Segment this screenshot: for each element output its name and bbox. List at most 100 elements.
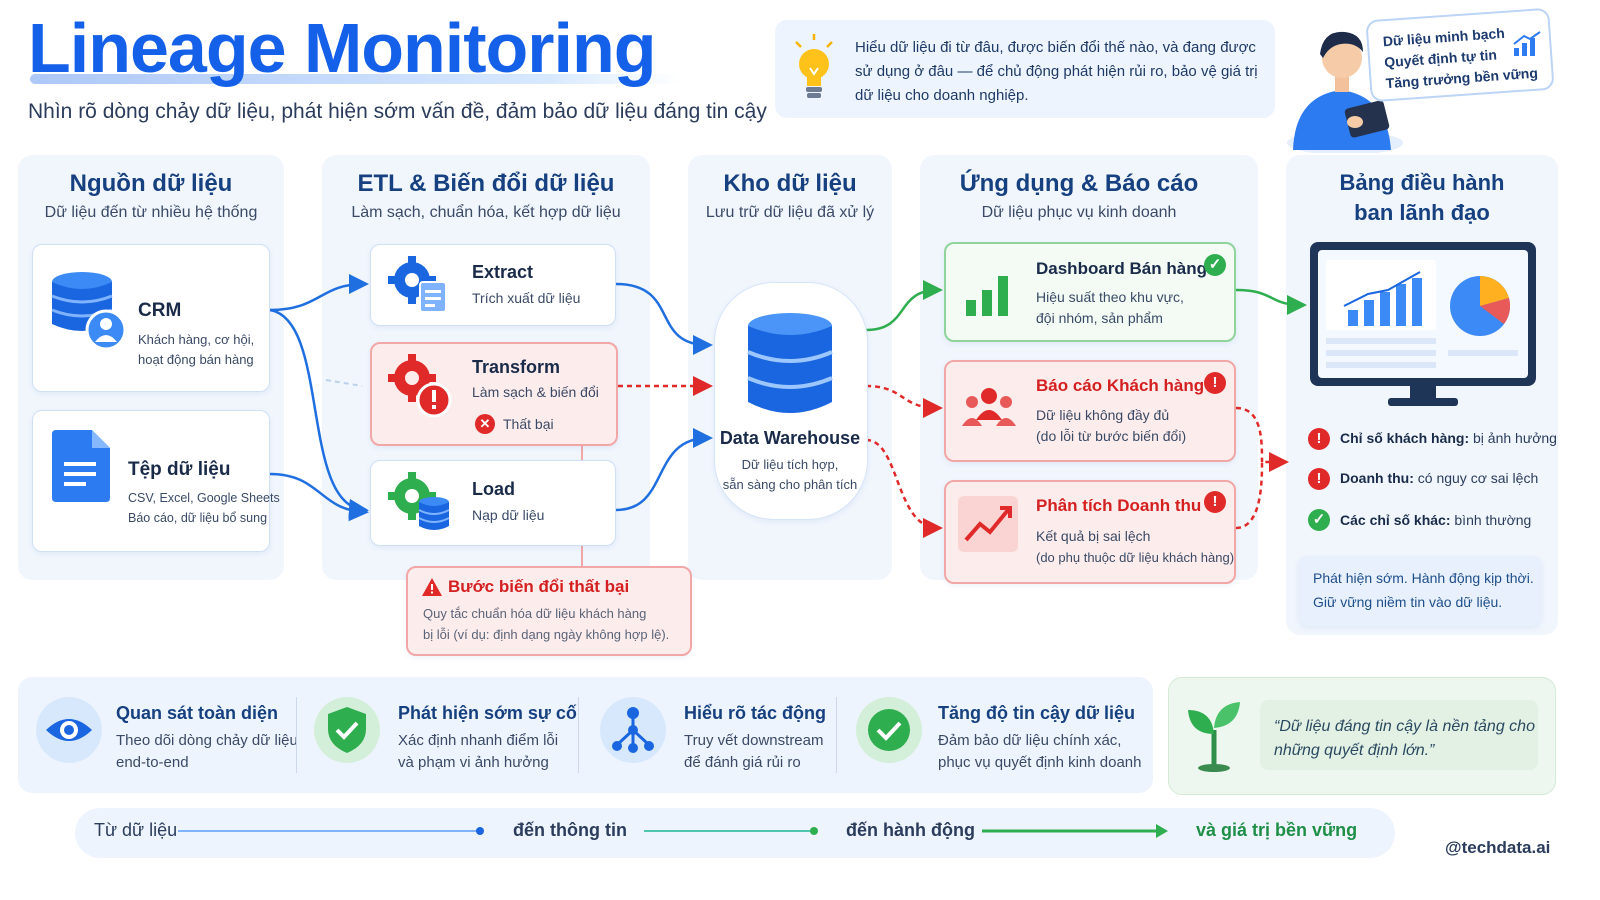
page-subtitle: Nhìn rõ dòng chảy dữ liệu, phát hiện sớm… [28,100,767,123]
people-group-icon [962,388,1016,426]
exec-item-0: Chỉ số khách hàng: bị ảnh hưởng [1340,430,1557,446]
brand-handle[interactable]: @techdata.ai [1445,838,1551,857]
arrow-warehouse-to-customer-report [865,384,943,418]
crm-desc-1: Khách hàng, cơ hội, [138,332,255,347]
transform-desc: Làm sạch & biến đổi [472,384,599,400]
column-subtitle-warehouse: Lưu trữ dữ liệu đã xử lý [705,204,875,221]
exec-item-2-check-icon: ✓ [1308,509,1330,531]
column-title-sources: Nguồn dữ liệu [69,170,233,197]
feature-desc-0-line-1: Theo dõi dòng chảy dữ liệu [116,732,298,749]
page-title: Lineage Monitoring [28,9,657,87]
plant-sprout-icon [1188,702,1240,772]
growth-chart-icon [1513,31,1541,56]
error-alert-icon: ! [1204,372,1226,394]
warehouse-desc-1: Dữ liệu tích hợp, [741,457,839,472]
transform-gear-error-icon [388,354,452,418]
transform-error-callout [406,566,692,656]
feature-title-1: Phát hiện sớm sự cố [398,703,577,723]
person-with-tablet-illustration [1287,31,1403,153]
exec-note-box [1298,556,1542,626]
arrow-dashboard-to-exec [1235,288,1307,315]
feature-title-0: Quan sát toàn diện [116,703,279,723]
feature-desc-0: Theo dõi dòng chảy dữ liệu end-to-end [116,730,298,774]
file-document-icon [52,430,110,502]
error-callout-desc-2: bị lỗi (ví dụ: định dạng ngày không hợp … [423,627,670,642]
column-subtitle-etl: Làm sạch, chuẩn hóa, kết hợp dữ liệu [351,204,621,221]
exec-note-2: Giữ vững niềm tin vào dữ liệu. [1313,594,1503,610]
exec-item-2-label: Các chỉ số khác: [1340,512,1451,528]
feature-desc-2-line-2: để đánh giá rủi ro [684,754,801,771]
load-desc: Nạp dữ liệu [472,507,545,523]
exec-item-1-label: Doanh thu: [1340,470,1414,486]
arrow-warehouse-to-dashboard [865,280,943,332]
revenue-analysis-desc-1: Kết quả bị sai lệch [1036,528,1151,544]
value-flow-band [75,808,1395,858]
exec-item-1-alert-icon: ! [1308,468,1330,490]
data-warehouse-database-icon [747,313,833,413]
arrow-crm-to-transform [325,379,363,387]
customer-report-title: Báo cáo Khách hàng [1036,376,1205,395]
app-card-sales-dashboard[interactable] [944,242,1236,342]
exec-note-1: Phát hiện sớm. Hành động kịp thời. [1313,570,1534,586]
warehouse-desc-2: sẵn sàng cho phân tích [722,477,858,492]
feature-desc-1-line-1: Xác định nhanh điểm lỗi [398,732,559,749]
load-title: Load [472,479,515,499]
exec-item-0-alert-icon: ! [1308,428,1330,450]
exec-item-1: Doanh thu: có nguy cơ sai lệch [1340,470,1538,486]
revenue-analysis-title: Phân tích Doanh thu [1036,496,1202,515]
flow-step-1: đến thông tin [513,820,627,840]
feature-desc-3: Đảm bảo dữ liệu chính xác,phục vụ quyết … [938,730,1142,774]
intro-text: Hiểu dữ liệu đi từ đâu, được biến đổi th… [855,39,1258,104]
arrow-crm-to-load [269,308,369,519]
exec-item-0-value: bị ảnh hưởng [1473,430,1557,446]
exec-item-0-label: Chỉ số khách hàng: [1340,430,1470,446]
feature-desc-3-line-1: Đảm bảo dữ liệu chính xác, [938,732,1122,749]
arrow-warehouse-to-revenue [865,438,943,538]
exec-item-2-value: bình thường [1454,512,1532,528]
feature-desc-2-line-1: Truy vết downstream [684,732,824,749]
arrow-reports-to-exec [1235,406,1284,530]
sales-dashboard-desc-2: đội nhóm, sản phẩm [1036,310,1163,326]
exec-item-1-value: có nguy cơ sai lệch [1417,470,1539,486]
arrow-files-to-load [269,472,369,522]
check-circle-icon [868,709,910,751]
extract-desc: Trích xuất dữ liệu [472,290,581,306]
eye-icon [46,719,92,741]
transform-status: Thất bại [503,416,554,432]
arrow-extract-to-warehouse [615,282,713,355]
warning-triangle-icon [422,578,442,596]
crm-database-icon [51,272,127,351]
crm-desc-2: hoạt động bán hàng [138,352,254,367]
extract-title: Extract [472,262,534,282]
bar-chart-icon [966,276,1008,316]
column-title-apps: Ứng dụng & Báo cáo [959,170,1199,197]
flow-step-0: Từ dữ liệu [94,820,178,840]
trend-up-chart-icon [958,496,1018,552]
title-underline [30,74,680,84]
intro-box [775,20,1275,118]
features-band [18,677,1153,793]
quote-text: “Dữ liệu đáng tin cậy là nền tảng cho nh… [1274,718,1535,759]
error-callout-title: Bước biến đổi thất bại [448,577,630,596]
customer-report-desc-2: (do lỗi từ bước biến đổi) [1036,428,1187,444]
shield-check-icon [328,707,366,753]
column-subtitle-sources: Dữ liệu đến từ nhiều hệ thống [44,204,258,221]
network-nodes-icon [612,707,654,753]
feature-title-3: Tăng độ tin cậy dữ liệu [938,703,1136,723]
transform-title: Transform [472,357,561,377]
files-desc-1: CSV, Excel, Google Sheets [128,491,280,505]
flow-step-3: và giá trị bền vững [1196,820,1358,840]
column-title-warehouse: Kho dữ liệu [723,170,857,197]
feature-desc-0-line-2: end-to-end [116,754,189,771]
crm-title: CRM [138,300,182,321]
feature-divider [578,697,579,773]
column-title-etl: ETL & Biến đổi dữ liệu [357,170,615,197]
arrow-load-to-warehouse [615,428,713,512]
extract-gear-icon [388,256,447,313]
success-check-icon: ✓ [1204,254,1226,276]
column-title-leaders-2: ban lãnh đạo [1354,200,1490,225]
column-title-leaders-1: Bảng điều hành [1339,170,1505,195]
revenue-analysis-desc-2: (do phụ thuộc dữ liệu khách hàng) [1036,550,1235,565]
